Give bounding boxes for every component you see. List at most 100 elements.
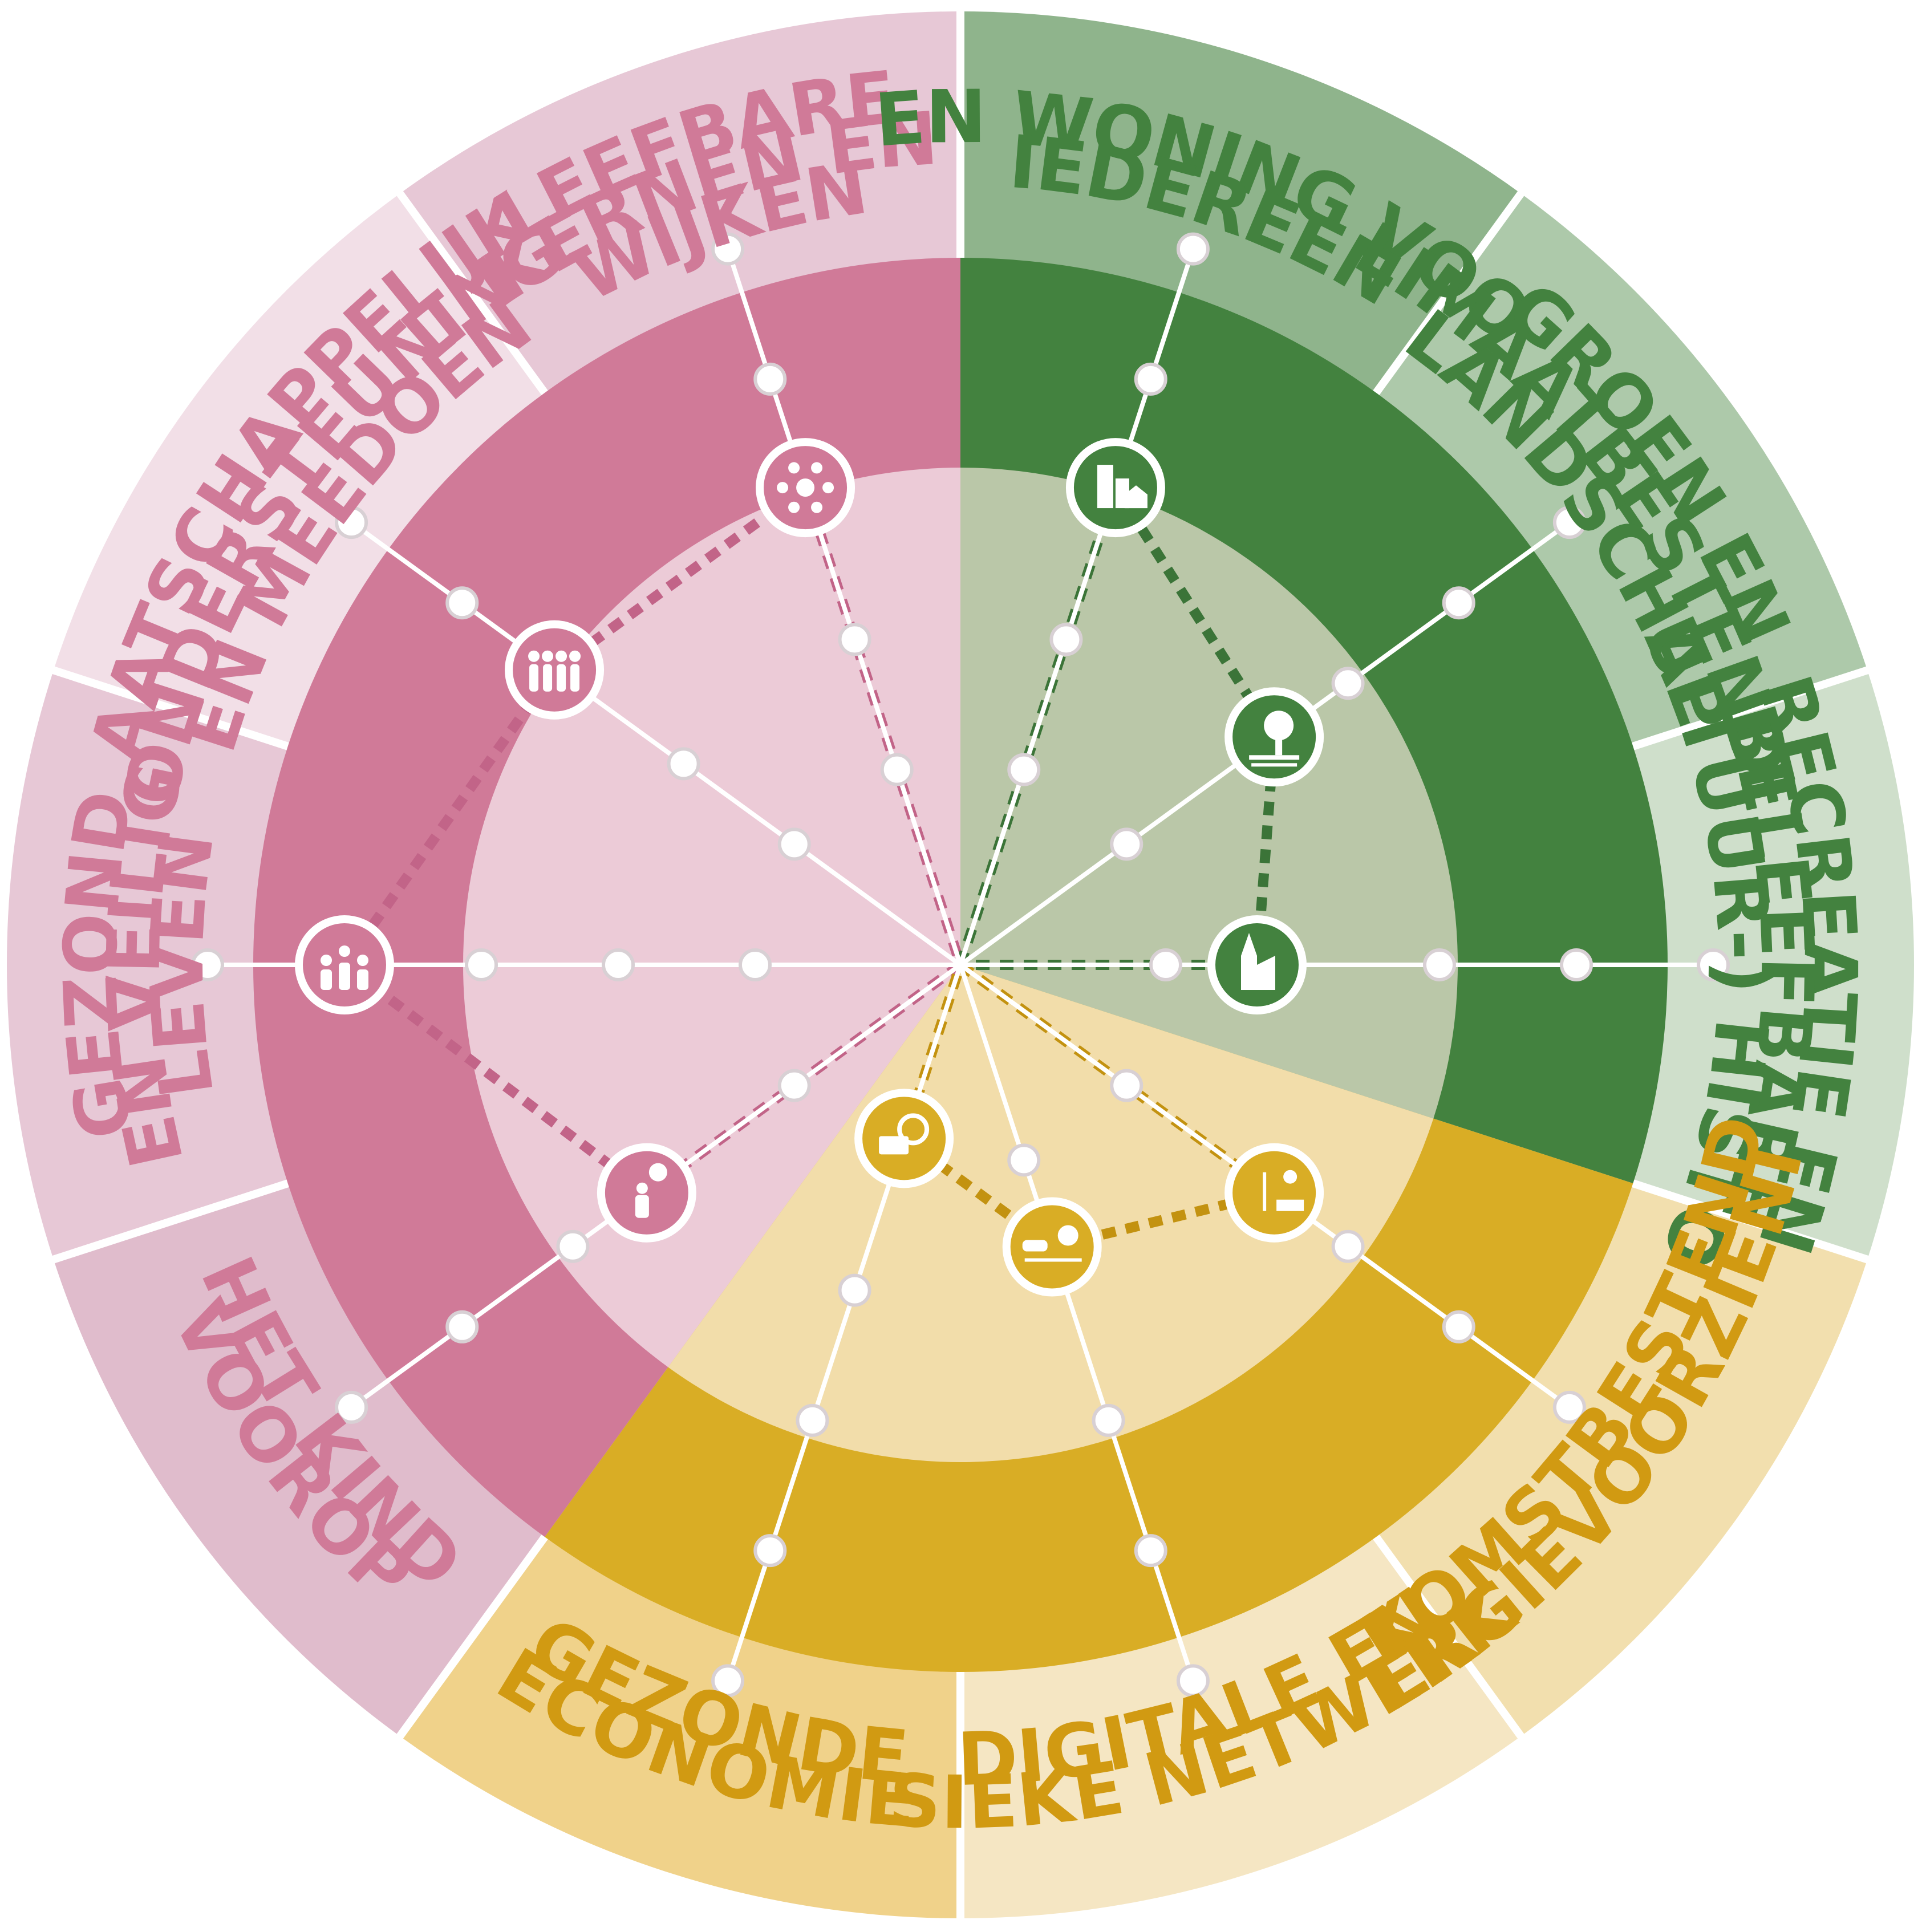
level-dot — [838, 1273, 871, 1307]
tree-trunk — [1275, 737, 1283, 756]
sector-divider — [48, 1179, 289, 1265]
person-head — [321, 955, 332, 966]
tree-crown — [1264, 711, 1294, 741]
label-gezond-en-veilig-leven: LEVEN — [135, 827, 231, 1103]
level-dot — [556, 1229, 590, 1263]
level-nodes — [191, 232, 1730, 1698]
sector-divider — [1373, 1535, 1527, 1743]
euro-coin-shape — [897, 1113, 930, 1146]
person-dot — [811, 501, 823, 513]
housing-icon — [1065, 438, 1165, 538]
level-dot — [191, 948, 224, 981]
person-dot — [811, 462, 823, 474]
icon-disc — [1002, 1197, 1102, 1297]
level-dot — [335, 506, 368, 539]
person-body — [557, 664, 566, 692]
label-line: LEVEN — [135, 827, 231, 1103]
community-heart-icon — [756, 438, 855, 538]
level-dot — [1134, 1534, 1167, 1568]
sector-divider — [1632, 665, 1873, 750]
network-line — [1024, 1258, 1082, 1262]
heart-shape — [796, 478, 815, 497]
sector-divider — [1373, 187, 1527, 395]
level-dot — [335, 1390, 368, 1424]
person-head — [528, 650, 540, 662]
person-dot — [788, 501, 800, 513]
theme-icons — [295, 438, 1324, 1297]
icon-disc — [597, 1143, 696, 1243]
level-dot — [1552, 1390, 1586, 1424]
level-dot — [1149, 948, 1182, 981]
level-dot — [1176, 1664, 1210, 1698]
solar-panel-shape — [1276, 1199, 1304, 1211]
head-shape — [636, 1182, 648, 1194]
sector-divider — [48, 665, 289, 750]
person-head — [357, 955, 368, 966]
level-dot — [1134, 362, 1167, 396]
level-dot — [1423, 948, 1456, 981]
level-dot — [1560, 948, 1593, 981]
level-dot — [1007, 1143, 1041, 1177]
level-dot — [1442, 1310, 1475, 1344]
level-dot — [753, 362, 787, 396]
label-line: GEZOND — [48, 785, 149, 1144]
family-health-icon — [295, 915, 394, 1014]
briefcase-shape — [879, 1136, 909, 1155]
person-head — [569, 650, 581, 662]
sun-shape — [1283, 1170, 1297, 1184]
sector-divider — [1632, 1179, 1873, 1265]
level-dot — [1442, 586, 1475, 620]
body-shape — [635, 1195, 649, 1218]
level-dot — [667, 747, 700, 781]
level-dot — [838, 623, 871, 656]
person-body — [570, 664, 580, 692]
level-dot — [777, 827, 811, 861]
house-shape — [1124, 485, 1147, 509]
water-line — [1251, 763, 1297, 767]
network-car-cloud-icon — [1002, 1197, 1102, 1297]
level-dot — [1552, 506, 1586, 539]
level-dot — [880, 753, 914, 786]
level-dot — [1110, 1069, 1144, 1102]
level-dot — [445, 1310, 479, 1344]
level-dot — [1007, 753, 1041, 786]
level-dot — [602, 948, 635, 981]
level-dot — [1697, 948, 1730, 981]
level-dot — [1176, 232, 1210, 266]
wind-turbine-mast — [1263, 1172, 1267, 1211]
person-head — [555, 650, 567, 662]
people-together-icon — [505, 620, 605, 720]
person-dot — [777, 482, 789, 494]
cloud-shape — [1057, 1225, 1078, 1246]
level-dot — [777, 1069, 811, 1102]
person-dot — [822, 482, 834, 494]
level-dot — [445, 586, 479, 620]
level-dot — [1331, 1229, 1365, 1263]
level-dot — [1110, 827, 1144, 861]
person-body — [357, 969, 368, 990]
child-balloon-icon — [597, 1143, 696, 1243]
sector-divider — [394, 1535, 548, 1743]
person-body — [321, 969, 332, 990]
renewable-energy-icon — [1224, 1143, 1324, 1243]
level-dot — [711, 232, 745, 266]
label-gezond-en-veilig-leven: GEZOND — [48, 785, 149, 1144]
church-icon — [1207, 915, 1307, 1014]
person-dot — [788, 462, 800, 474]
icon-disc — [1224, 1143, 1324, 1243]
level-dot — [753, 1534, 787, 1568]
church-shape — [1241, 933, 1275, 990]
euro-cycle-icon — [854, 1089, 954, 1188]
person-head — [542, 650, 554, 662]
car-shape — [1022, 1240, 1048, 1252]
level-dot — [1331, 667, 1365, 700]
level-dot — [796, 1403, 829, 1437]
person-body — [339, 963, 350, 990]
level-dot — [465, 948, 498, 981]
building-shape — [1097, 465, 1113, 509]
level-dot — [711, 1664, 745, 1698]
person-head — [339, 945, 350, 957]
level-dot — [1049, 623, 1083, 656]
level-dot — [1092, 1403, 1125, 1437]
